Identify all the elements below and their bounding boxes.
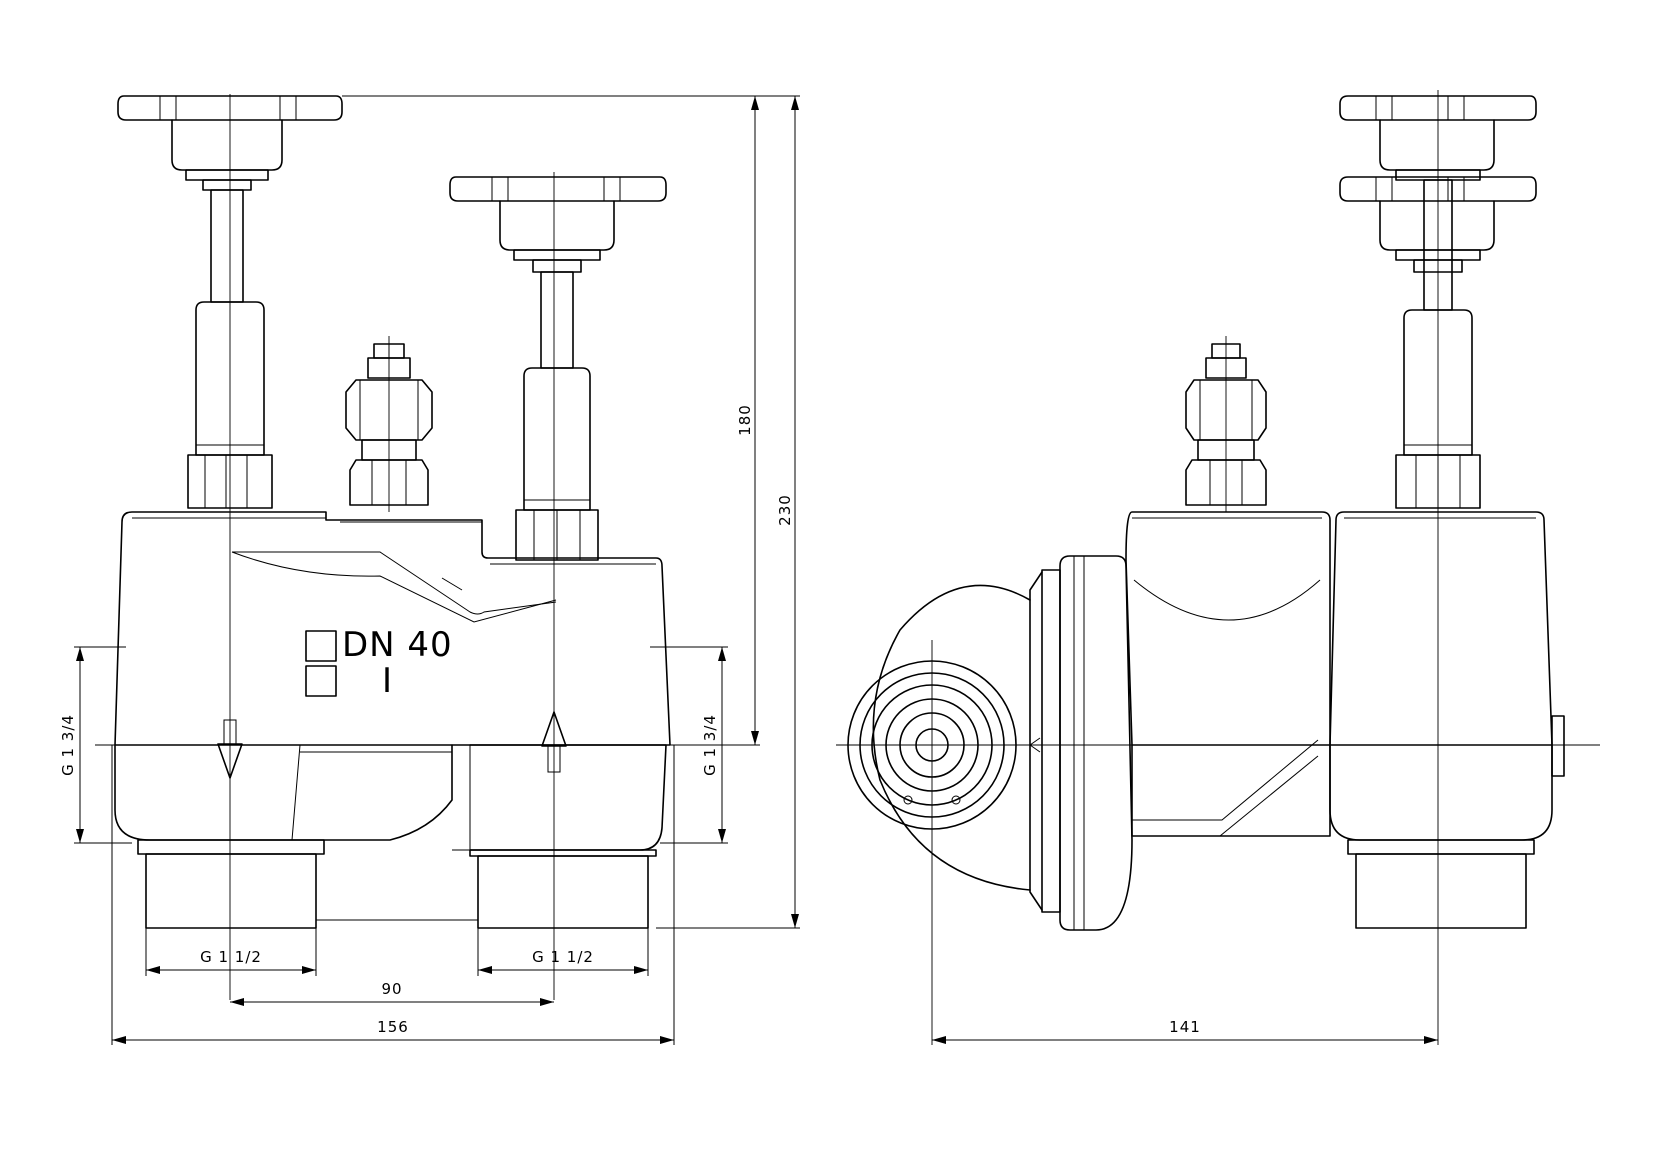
side-centerlines [836,90,1600,1045]
right-handwheel [449,176,667,273]
dim-thread-left: G 1 1/2 [200,948,262,966]
dim-connection-right: G 1 3/4 [701,714,719,776]
front-centerlines [95,94,690,1000]
side-spindle [1395,179,1481,509]
side-right-chamber [1329,511,1565,929]
left-spindle [187,189,273,509]
side-connection-end [847,584,1050,891]
valve-body [114,511,671,929]
front-extension-lines [74,95,800,1045]
side-flange [1029,555,1133,931]
dim-height-to-axis: 180 [736,404,754,436]
marking-label: I [382,661,393,701]
bleed-valve [345,343,433,506]
side-view [836,90,1600,1045]
front-view [74,94,800,1045]
dim-port-spacing: 90 [381,980,402,998]
right-spindle [515,271,599,561]
dim-side-depth: 141 [1169,1018,1201,1036]
side-middle-chamber [1125,511,1331,837]
dim-connection-left: G 1 3/4 [59,714,77,776]
nominal-size-label: DN 40 [342,625,453,665]
dim-thread-right: G 1 1/2 [532,948,594,966]
dimension-lines [76,96,1438,1044]
dim-overall-height: 230 [776,494,794,526]
dim-overall-width: 156 [377,1018,409,1036]
